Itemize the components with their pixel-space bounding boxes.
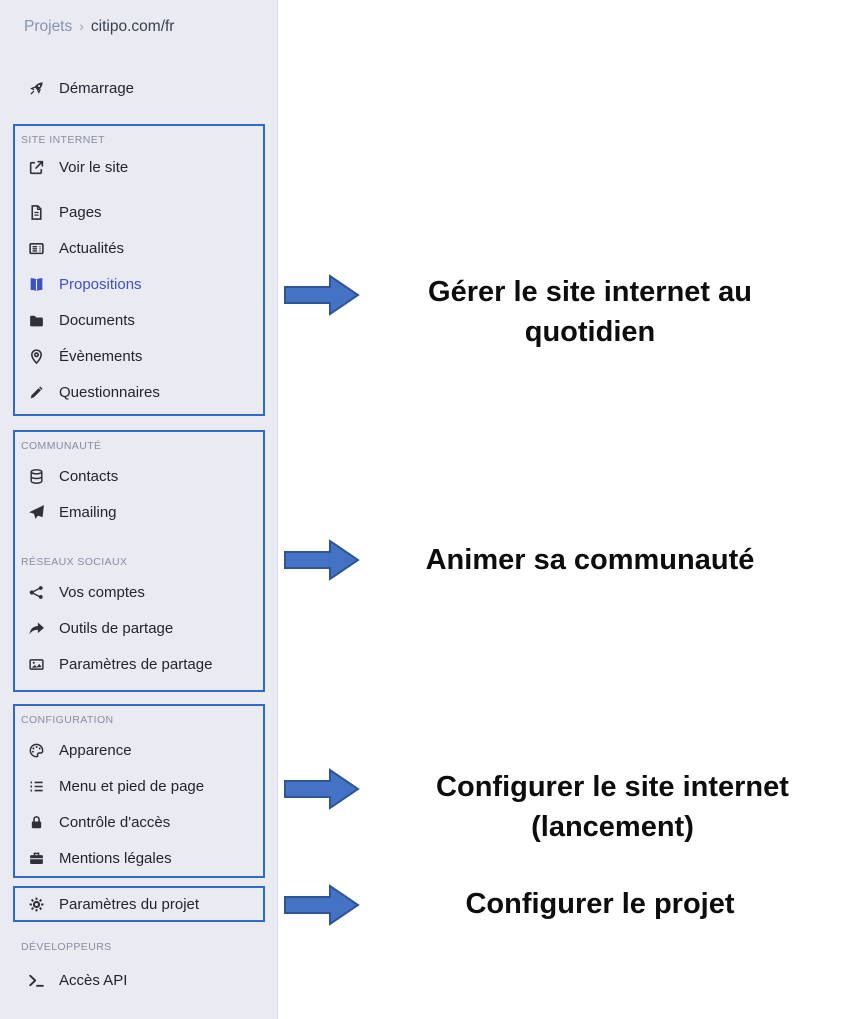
annotation-gerer-site: Gérer le site internet au quotidien xyxy=(370,272,810,352)
sidebar-item-vos-comptes[interactable]: Vos comptes xyxy=(21,574,263,610)
sidebar-item-label: Vos comptes xyxy=(59,583,145,601)
sidebar-item-label: Contacts xyxy=(59,467,119,485)
section-heading-reseaux-sociaux: RÉSEAUX SOCIAUX xyxy=(21,556,128,568)
section-heading-configuration: CONFIGURATION xyxy=(21,714,114,726)
share-arrow-icon xyxy=(27,619,45,637)
sidebar-item-parametres-du-projet[interactable]: Paramètres du projet xyxy=(21,889,263,919)
breadcrumb-projects-link[interactable]: Projets xyxy=(24,18,73,35)
sidebar-item-questionnaires[interactable]: Questionnaires xyxy=(21,374,263,410)
newspaper-icon xyxy=(27,239,45,257)
sidebar-item-label: Paramètres de partage xyxy=(59,655,213,673)
annotation-configurer-site: Configurer le site internet (lancement) xyxy=(390,767,835,847)
annotation-configurer-projet: Configurer le projet xyxy=(380,884,820,924)
annotation-line: Configurer le site internet xyxy=(436,771,789,803)
sidebar-item-mentions-legales[interactable]: Mentions légales xyxy=(21,840,263,876)
palette-icon xyxy=(27,741,45,759)
external-link-icon xyxy=(27,158,45,176)
sidebar-item-label: Emailing xyxy=(59,503,117,521)
sidebar-item-label: Actualités xyxy=(59,239,125,257)
sidebar-item-actualites[interactable]: Actualités xyxy=(21,230,263,266)
annotation-line: Animer sa communauté xyxy=(425,544,755,576)
book-icon xyxy=(27,275,45,293)
sidebar-item-menu-et-pied-de-page[interactable]: Menu et pied de page xyxy=(21,768,263,804)
sidebar-item-label: Pages xyxy=(59,203,102,221)
annotation-animer-communaute: Animer sa communauté xyxy=(370,540,810,580)
chevron-right-icon: › xyxy=(79,18,84,34)
sidebar-item-controle-dacces[interactable]: Contrôle d'accès xyxy=(21,804,263,840)
annotation-line: Gérer le site internet au xyxy=(428,276,752,308)
sidebar-item-label: Mentions légales xyxy=(59,849,172,867)
sidebar-item-label: Outils de partage xyxy=(59,619,174,637)
sidebar-item-label: Questionnaires xyxy=(59,383,160,401)
sidebar-item-label: Paramètres du projet xyxy=(59,895,200,913)
list-icon xyxy=(27,777,45,795)
sidebar-item-emailing[interactable]: Emailing xyxy=(21,494,263,530)
sidebar-item-label: Évènements xyxy=(59,347,143,365)
database-icon xyxy=(27,467,45,485)
terminal-icon xyxy=(27,971,45,989)
annotation-line: Configurer le projet xyxy=(465,888,735,920)
communaute-annotation-box: COMMUNAUTÉ Contacts Emailing RÉSEAUX SOC… xyxy=(13,430,265,692)
folder-icon xyxy=(27,311,45,329)
sidebar-item-label: Démarrage xyxy=(59,79,135,97)
block-arrow-icon xyxy=(284,768,360,810)
briefcase-icon xyxy=(27,849,45,867)
share-nodes-icon xyxy=(27,583,45,601)
annotation-line: (lancement) xyxy=(531,811,694,843)
breadcrumb-current-project: citipo.com/fr xyxy=(90,18,175,35)
gears-icon xyxy=(27,895,45,913)
section-heading-communaute: COMMUNAUTÉ xyxy=(21,440,102,452)
sidebar-item-documents[interactable]: Documents xyxy=(21,302,263,338)
file-icon xyxy=(27,203,45,221)
sidebar-item-contacts[interactable]: Contacts xyxy=(21,458,263,494)
lock-icon xyxy=(27,813,45,831)
sidebar: Projets › citipo.com/fr Démarrage SITE INT… xyxy=(0,0,278,1019)
sidebar-item-voir-le-site[interactable]: Voir le site xyxy=(21,152,263,182)
sidebar-item-parametres-de-partage[interactable]: Paramètres de partage xyxy=(21,646,263,682)
map-pin-icon xyxy=(27,347,45,365)
sidebar-item-label: Apparence xyxy=(59,741,132,759)
parametres-projet-annotation-box: Paramètres du projet xyxy=(13,886,265,922)
sidebar-item-apparence[interactable]: Apparence xyxy=(21,732,263,768)
block-arrow-icon xyxy=(284,539,360,581)
sidebar-item-label: Accès API xyxy=(59,971,128,989)
sidebar-item-label: Propositions xyxy=(59,275,142,293)
block-arrow-icon xyxy=(284,274,360,316)
sidebar-item-evenements[interactable]: Évènements xyxy=(21,338,263,374)
breadcrumb: Projets › citipo.com/fr xyxy=(24,18,174,36)
sidebar-item-acces-api[interactable]: Accès API xyxy=(21,962,271,998)
block-arrow-icon xyxy=(284,884,360,926)
sidebar-item-label: Menu et pied de page xyxy=(59,777,205,795)
section-heading-developpeurs: DÉVELOPPEURS xyxy=(21,941,112,953)
sidebar-item-pages[interactable]: Pages xyxy=(21,194,263,230)
sidebar-item-label: Voir le site xyxy=(59,158,129,176)
site-internet-annotation-box: SITE INTERNET Voir le site Pages Actuali… xyxy=(13,124,265,416)
paper-plane-icon xyxy=(27,503,45,521)
sidebar-item-label: Documents xyxy=(59,311,135,329)
sidebar-item-propositions[interactable]: Propositions xyxy=(21,266,263,302)
sidebar-item-label: Contrôle d'accès xyxy=(59,813,171,831)
rocket-icon xyxy=(27,79,45,97)
sidebar-item-demarrage[interactable]: Démarrage xyxy=(21,70,271,106)
sidebar-item-outils-de-partage[interactable]: Outils de partage xyxy=(21,610,263,646)
image-icon xyxy=(27,655,45,673)
form-pencil-icon xyxy=(27,383,45,401)
section-heading-site-internet: SITE INTERNET xyxy=(21,134,105,146)
configuration-annotation-box: CONFIGURATION Apparence Menu et pied de … xyxy=(13,704,265,878)
annotation-line: quotidien xyxy=(524,316,656,348)
